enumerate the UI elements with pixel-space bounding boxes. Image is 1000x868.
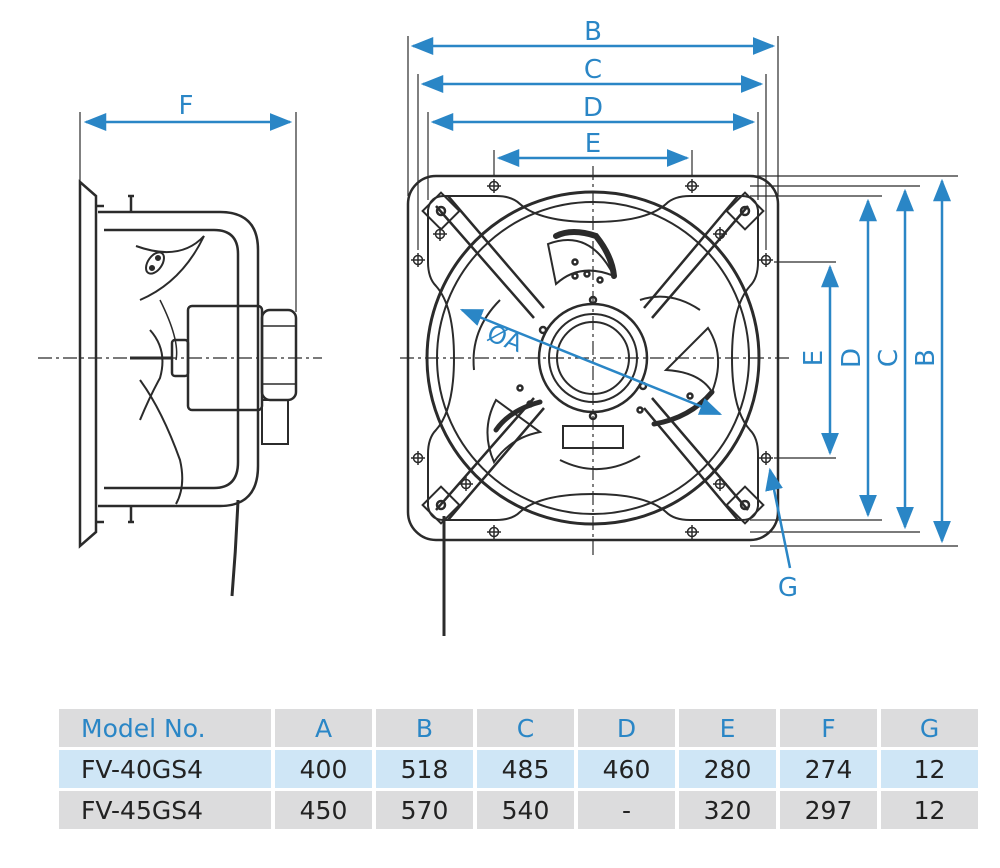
cell-c: 485	[477, 750, 574, 788]
mounting-hole	[759, 253, 773, 267]
mounting-hole	[459, 477, 473, 491]
side-dimensions	[821, 178, 951, 544]
mounting-hole	[685, 179, 699, 193]
dimension-label-d-side: D	[837, 348, 867, 368]
mounting-hole	[685, 525, 699, 539]
header-e: E	[679, 709, 776, 747]
dimension-label-c-side: C	[874, 349, 904, 367]
cell-e: 280	[679, 750, 776, 788]
header-g: G	[881, 709, 978, 747]
mounting-hole	[487, 179, 501, 193]
table-header-row: Model No. A B C D E F G	[59, 709, 978, 747]
header-b: B	[376, 709, 473, 747]
cell-b: 518	[376, 750, 473, 788]
cell-g: 12	[881, 791, 978, 829]
dimension-label-e-top: E	[585, 129, 601, 159]
cell-d: -	[578, 791, 675, 829]
dimension-label-diameter-a: ØA	[483, 319, 527, 358]
cell-a: 400	[275, 750, 372, 788]
header-model-no: Model No.	[59, 709, 271, 747]
mounting-hole	[433, 227, 447, 241]
mounting-hole	[411, 451, 425, 465]
cell-a: 450	[275, 791, 372, 829]
cell-model: FV-45GS4	[59, 791, 271, 829]
cell-f: 297	[780, 791, 877, 829]
mounting-hole	[713, 227, 727, 241]
spec-table: Model No. A B C D E F G FV-40GS4 400 518…	[55, 706, 982, 832]
mounting-hole	[411, 253, 425, 267]
header-f: F	[780, 709, 877, 747]
hole-label-g: G	[778, 573, 798, 603]
cell-f: 274	[780, 750, 877, 788]
header-a: A	[275, 709, 372, 747]
dimension-label-e-side: E	[799, 350, 829, 366]
cell-model: FV-40GS4	[59, 750, 271, 788]
mounting-hole	[487, 525, 501, 539]
side-view	[38, 112, 322, 597]
table-row: FV-40GS4 400 518 485 460 280 274 12	[59, 750, 978, 788]
table-row: FV-45GS4 450 570 540 - 320 297 12	[59, 791, 978, 829]
dimension-label-c-top: C	[584, 55, 602, 85]
cell-c: 540	[477, 791, 574, 829]
front-view	[400, 166, 790, 636]
header-d: D	[578, 709, 675, 747]
dimension-label-f: F	[179, 91, 194, 121]
fan-dimension-drawing: F	[38, 17, 958, 636]
top-dimensions	[410, 37, 776, 167]
mounting-hole	[759, 451, 773, 465]
dimension-line-diameter-a	[459, 308, 723, 416]
cell-e: 320	[679, 791, 776, 829]
dimension-label-b-top: B	[584, 17, 602, 47]
cell-d: 460	[578, 750, 675, 788]
mounting-holes	[411, 179, 773, 539]
header-c: C	[477, 709, 574, 747]
dimension-label-b-side: B	[911, 349, 941, 367]
cell-b: 570	[376, 791, 473, 829]
mounting-hole	[713, 477, 727, 491]
leader-line-g	[765, 467, 792, 569]
top-extension-lines	[407, 36, 779, 250]
dimension-label-d-top: D	[583, 93, 603, 123]
cell-g: 12	[881, 750, 978, 788]
